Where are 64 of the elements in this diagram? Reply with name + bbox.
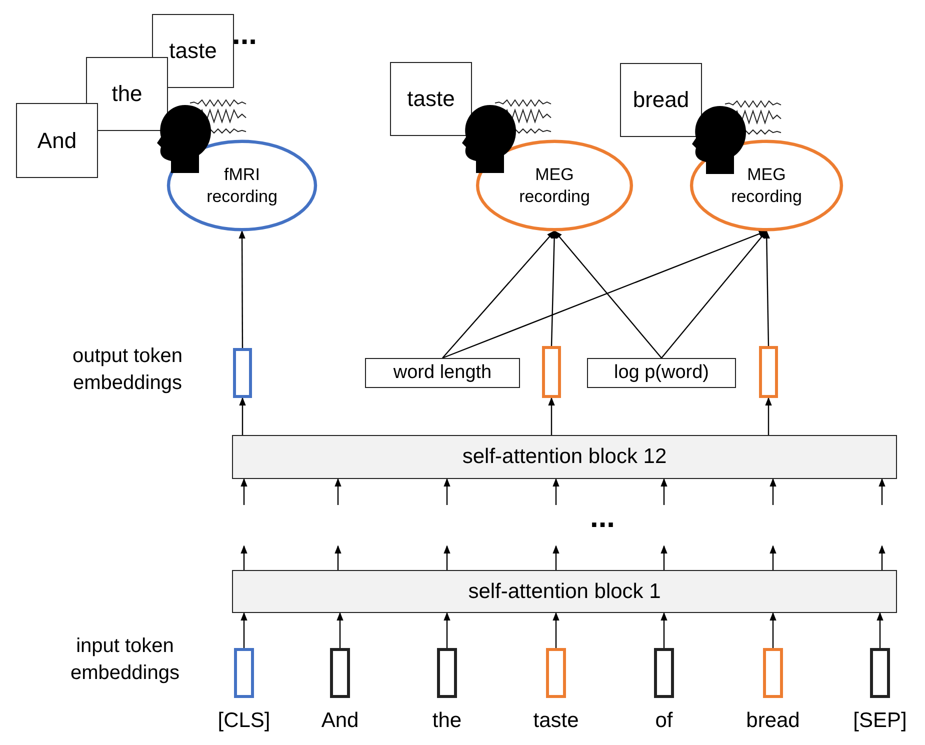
arrow xyxy=(239,397,246,435)
ellipsis-text: ... xyxy=(590,505,616,531)
word-card: the xyxy=(86,57,168,131)
arrow xyxy=(661,230,768,358)
embedding-bar xyxy=(870,648,890,698)
embedding-bar xyxy=(763,648,783,698)
token-label: of xyxy=(654,708,674,734)
arrow xyxy=(548,397,555,435)
arrow xyxy=(552,545,560,570)
word-card: taste xyxy=(390,62,472,136)
arrow xyxy=(442,230,768,359)
node-label: MEG recording xyxy=(730,164,803,208)
arrow xyxy=(240,612,248,648)
arrow xyxy=(240,478,248,505)
token-label: the xyxy=(431,708,463,734)
arrow xyxy=(878,478,886,505)
embedding-bar xyxy=(234,648,254,698)
embedding-bar xyxy=(233,348,252,398)
arrow xyxy=(878,545,886,570)
embedding-bar xyxy=(330,648,350,698)
attention-block: self-attention block 1 xyxy=(232,570,897,613)
feature-box: log p(word) xyxy=(587,358,736,388)
arrow xyxy=(550,230,558,346)
word-card: taste xyxy=(152,14,234,88)
arrow xyxy=(660,478,668,505)
feature-box: word length xyxy=(365,358,520,388)
arrow xyxy=(770,612,776,648)
arrow xyxy=(444,478,450,505)
arrow xyxy=(334,545,342,570)
node-label: MEG recording xyxy=(518,164,591,208)
arrow xyxy=(336,612,344,648)
arrow xyxy=(552,478,560,505)
arrow xyxy=(334,478,342,505)
arrow xyxy=(770,545,776,570)
arrow xyxy=(660,612,668,648)
arrow xyxy=(876,612,884,648)
arrow xyxy=(770,478,776,505)
node-label: fMRI recording xyxy=(206,164,278,208)
arrow xyxy=(660,545,668,570)
arrow xyxy=(442,230,556,358)
embedding-bar xyxy=(542,346,561,398)
embedding-bar xyxy=(654,648,674,698)
arrow xyxy=(444,612,450,648)
token-label: [SEP] xyxy=(852,708,908,734)
attention-block: self-attention block 12 xyxy=(232,435,897,479)
arrow xyxy=(763,230,770,346)
embedding-bar xyxy=(546,648,566,698)
row-label: output token embeddings xyxy=(71,344,184,396)
embedding-bar xyxy=(759,346,778,398)
arrow xyxy=(240,545,248,570)
token-label: [CLS] xyxy=(216,708,272,734)
token-label: And xyxy=(320,708,360,734)
arrow xyxy=(444,545,450,570)
arrow xyxy=(238,230,246,348)
arrow xyxy=(554,230,662,358)
ellipsis-text: ... xyxy=(232,22,258,48)
word-card: And xyxy=(16,103,98,178)
word-card: bread xyxy=(620,63,702,137)
token-label: bread xyxy=(745,708,801,734)
token-label: taste xyxy=(532,708,580,734)
row-label: input token embeddings xyxy=(70,634,180,686)
embedding-bar xyxy=(437,648,457,698)
arrow xyxy=(552,612,560,648)
arrow xyxy=(765,397,772,435)
